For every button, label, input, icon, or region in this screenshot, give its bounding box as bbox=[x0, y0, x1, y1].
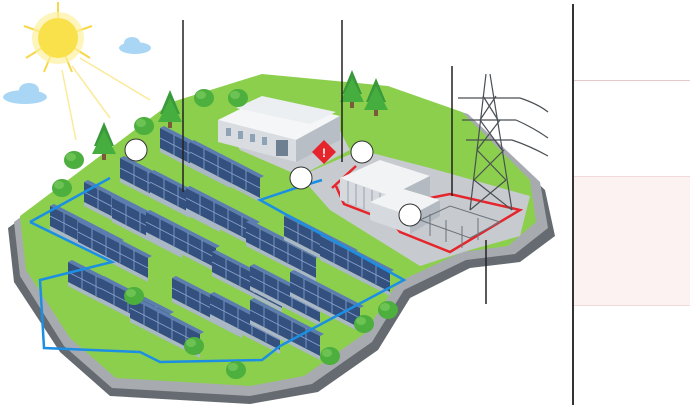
panel-divider bbox=[572, 4, 574, 405]
leader-lines bbox=[182, 20, 487, 304]
switchgear-yard bbox=[419, 205, 502, 248]
warning-symbol: ! bbox=[322, 146, 326, 160]
blue-cable-route bbox=[29, 176, 407, 364]
transformer-icon bbox=[370, 188, 440, 234]
panel-line-top bbox=[574, 80, 690, 81]
cloud-icon bbox=[119, 37, 151, 54]
side-panel-box bbox=[574, 176, 690, 306]
callout-marker-1[interactable] bbox=[124, 138, 148, 162]
callout-marker-3[interactable] bbox=[289, 166, 313, 190]
callout-marker-2[interactable] bbox=[350, 140, 374, 164]
transmission-tower-icon bbox=[458, 73, 549, 211]
callout-marker-4[interactable] bbox=[398, 203, 422, 227]
side-panel bbox=[572, 0, 690, 407]
sun-icon bbox=[23, 2, 151, 141]
warning-icon: ! bbox=[312, 140, 336, 164]
cloud-icon bbox=[3, 83, 47, 104]
warehouse-icon bbox=[218, 96, 340, 162]
